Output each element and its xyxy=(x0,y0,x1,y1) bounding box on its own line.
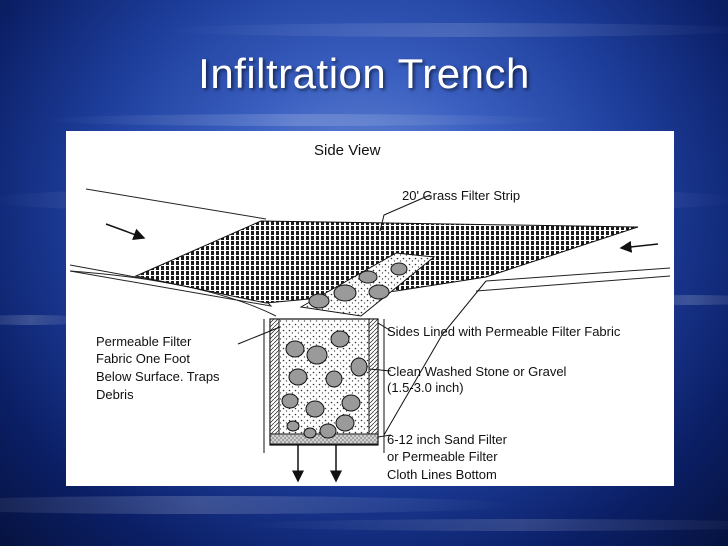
slide-title: Infiltration Trench xyxy=(198,50,530,97)
label-sand-3: Cloth Lines Bottom xyxy=(387,467,497,482)
surface-stones xyxy=(308,262,408,309)
label-sand-1: 6-12 inch Sand Filter xyxy=(387,432,508,447)
trench xyxy=(263,318,385,483)
leader-lines xyxy=(237,194,487,438)
label-stone-1: Clean Washed Stone or Gravel xyxy=(387,364,567,379)
label-fabric-4: Debris xyxy=(96,387,134,402)
label-fabric-3: Below Surface. Traps xyxy=(96,369,220,384)
label-fabric-2: Fabric One Foot xyxy=(96,351,190,366)
label-stone-2: (1.5-3.0 inch) xyxy=(387,380,464,395)
diagram-heading: Side View xyxy=(314,142,381,159)
inflow-arrow-right xyxy=(619,240,659,253)
label-grass-strip: 20' Grass Filter Strip xyxy=(402,188,520,203)
label-sides-lined: Sides Lined with Permeable Filter Fabric xyxy=(387,324,621,339)
label-sand-2: or Permeable Filter xyxy=(387,449,498,464)
label-fabric-1: Permeable Filter xyxy=(96,334,192,349)
trench-diagram: Side View xyxy=(66,131,674,486)
inflow-arrow-left xyxy=(105,223,146,241)
